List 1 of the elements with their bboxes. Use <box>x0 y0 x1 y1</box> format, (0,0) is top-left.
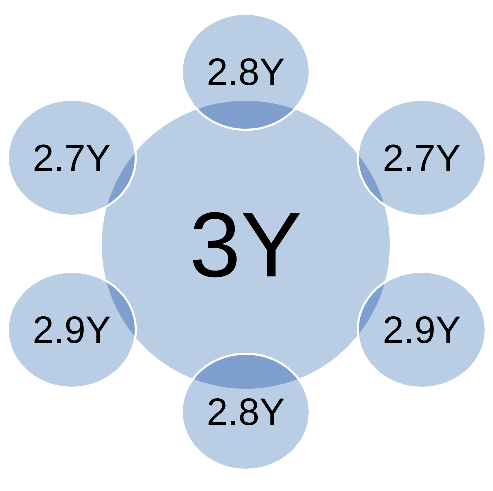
node-label: 2.8Y <box>208 398 284 426</box>
